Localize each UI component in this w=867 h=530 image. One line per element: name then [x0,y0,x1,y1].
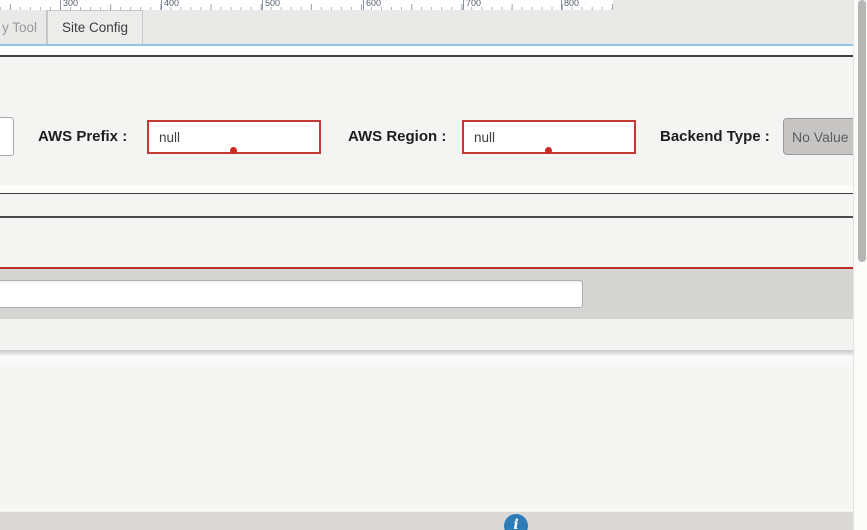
info-button[interactable]: i [504,514,528,530]
aws-region-label: AWS Region : [348,128,447,145]
ruler-tick [161,0,162,10]
filter-input[interactable] [0,280,583,308]
ruler-tick [363,0,364,10]
ruler-label: 500 [265,0,281,8]
scrollbar-thumb[interactable] [857,0,866,262]
ruler-tick [60,0,61,10]
validation-error-dot [230,147,237,154]
tab-bar: y Tool Site Config [0,10,613,44]
red-divider-line [0,267,853,269]
content-area [0,355,853,509]
ruler-tick [463,0,464,10]
vertical-scrollbar[interactable] [853,0,867,530]
backend-type-label: Backend Type : [660,128,770,145]
footer-bar [0,510,853,530]
tab-label: Site Config [61,20,129,35]
validation-error-dot [545,147,552,154]
divider-line [0,54,853,57]
clipped-input[interactable] [0,117,14,156]
ruler-label: 700 [466,0,482,8]
panel-strip [0,318,853,350]
pixel-ruler: 300 400 500 600 700 800 [0,0,613,10]
backend-type-value: No Value [792,128,849,145]
divider-line [0,192,853,194]
aws-prefix-input[interactable] [147,120,321,154]
divider-gap [0,185,853,193]
tab-label: y Tool [1,19,37,35]
ruler-tick [561,0,562,10]
ruler-label: 800 [564,0,580,8]
divider-gap [0,508,853,511]
divider-line [0,215,853,218]
tab-query-tool[interactable]: y Tool [0,10,47,44]
ruler-label: 400 [164,0,180,8]
divider-gap [0,45,853,55]
header-filler [613,0,853,44]
panel-shadow [0,349,853,356]
active-tab-underline [0,43,853,46]
backend-type-dropdown[interactable]: No Value [783,118,861,155]
tab-site-config[interactable]: Site Config [47,10,143,44]
ruler-tick [262,0,263,10]
aws-prefix-label: AWS Prefix : [38,128,128,145]
ruler-label: 300 [63,0,79,8]
ruler-label: 600 [366,0,382,8]
